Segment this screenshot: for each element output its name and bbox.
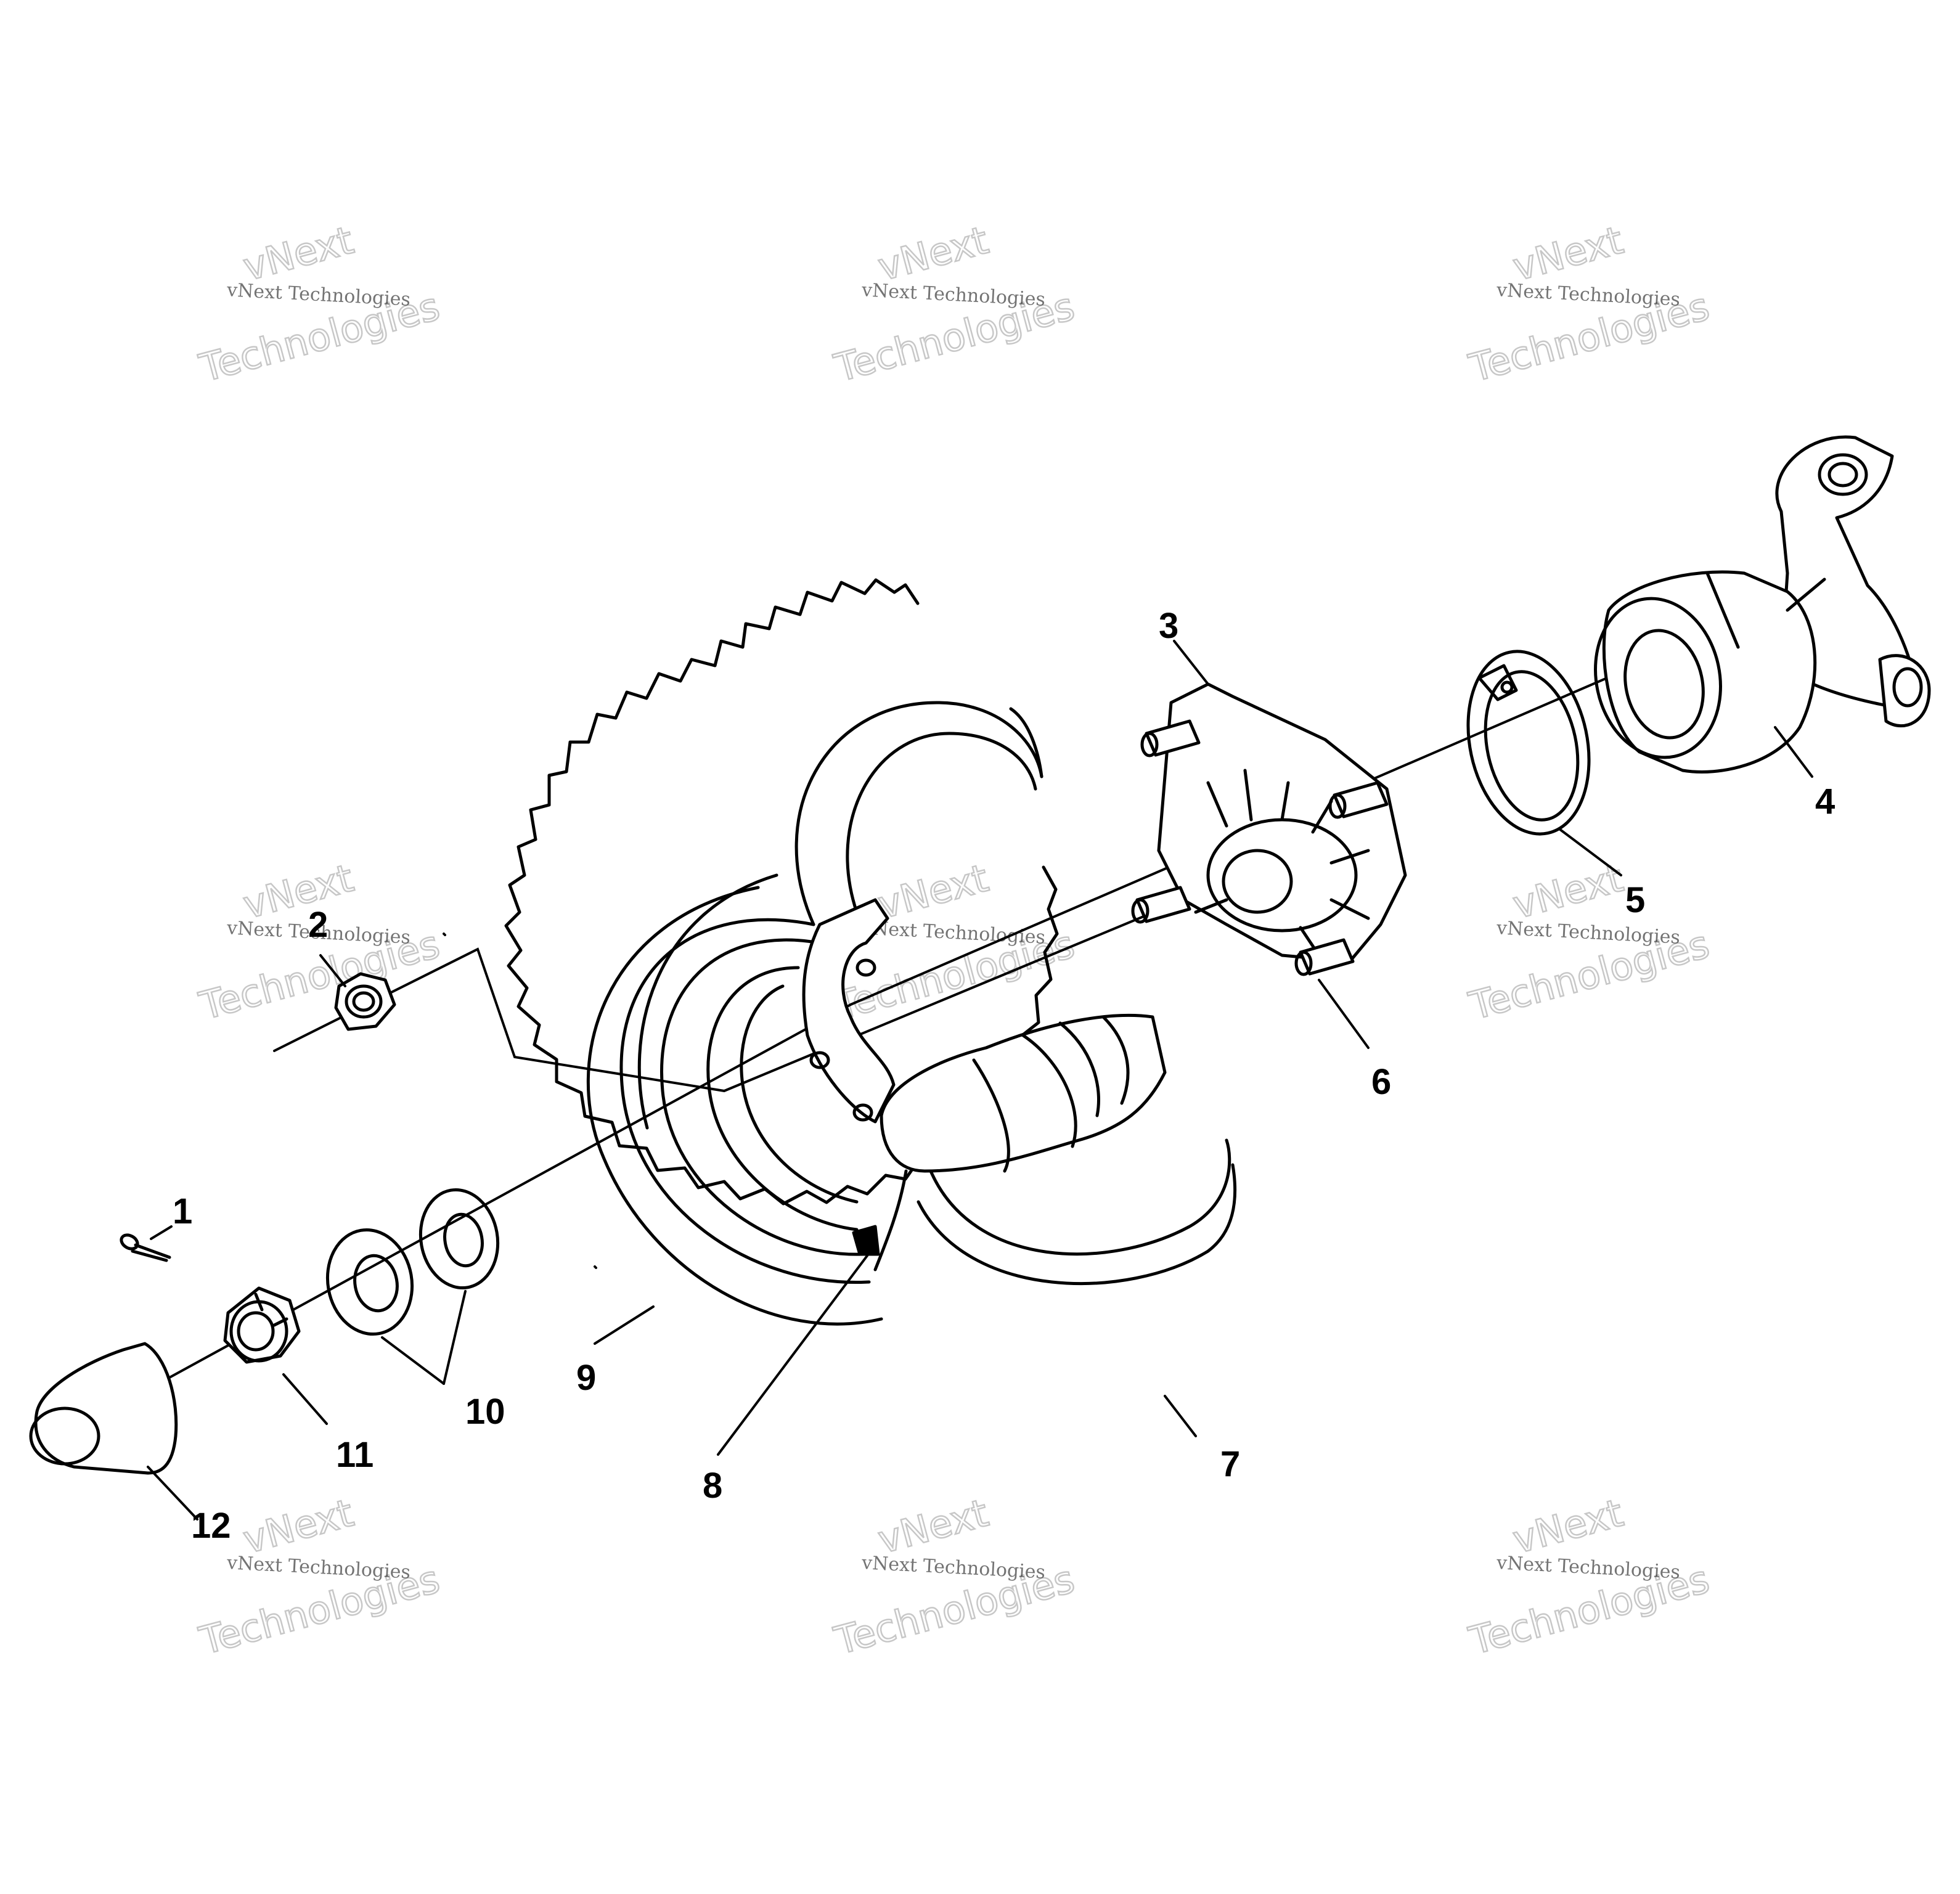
wheel-rim xyxy=(619,898,1167,1284)
watermark-brand: vNext xyxy=(239,855,358,928)
callout-2: 2 xyxy=(308,905,328,945)
watermark-brand: vNext xyxy=(1508,218,1628,290)
snap-ring xyxy=(1466,650,1591,836)
watermark-top-right: vNext vNext Technologies Technologies xyxy=(1464,216,1715,391)
leader-lines xyxy=(147,640,1813,1521)
valve-stem xyxy=(852,1225,880,1256)
steering-knuckle xyxy=(1594,435,1931,774)
cotter-pin xyxy=(120,1233,171,1262)
tire xyxy=(504,578,1237,1326)
watermark-top-center: vNext vNext Technologies Technologies xyxy=(829,216,1080,391)
callout-5: 5 xyxy=(1625,880,1645,920)
watermark-brand: vNext xyxy=(239,218,358,290)
callout-1: 1 xyxy=(173,1191,192,1231)
watermark-brand: vNext xyxy=(1508,1490,1628,1562)
callout-3: 3 xyxy=(1159,606,1178,646)
callout-9: 9 xyxy=(576,1358,596,1398)
callouts: 1 2 3 4 5 6 7 8 9 10 11 12 xyxy=(173,606,1835,1546)
callout-12: 12 xyxy=(191,1506,231,1546)
flat-washer xyxy=(325,1228,414,1336)
wheel-stud xyxy=(1140,719,1201,757)
castle-nut xyxy=(223,1286,301,1364)
callout-7: 7 xyxy=(1220,1444,1240,1484)
watermark-brand: vNext xyxy=(873,218,993,290)
watermark-brand: vNext xyxy=(873,1490,993,1562)
washers xyxy=(325,1188,500,1336)
watermark-bottom-right: vNext vNext Technologies Technologies xyxy=(1464,1489,1715,1664)
callout-11: 11 xyxy=(336,1435,374,1475)
watermark-top-left: vNext vNext Technologies Technologies xyxy=(194,216,445,391)
wheel-stud xyxy=(1294,938,1355,976)
callout-8: 8 xyxy=(703,1466,722,1506)
watermark-bottom-left: vNext vNext Technologies Technologies xyxy=(194,1489,445,1664)
hex-nut xyxy=(334,972,396,1031)
hub-cap xyxy=(29,1342,178,1475)
callout-6: 6 xyxy=(1371,1062,1391,1102)
callout-10: 10 xyxy=(465,1392,505,1432)
wheel-stud xyxy=(1131,886,1191,924)
wheel-hub xyxy=(1157,682,1407,963)
wheel-stud xyxy=(1328,781,1389,819)
watermark-mid-right: vNext vNext Technologies Technologies xyxy=(1464,854,1715,1029)
flat-washer xyxy=(419,1188,500,1290)
callout-4: 4 xyxy=(1815,782,1835,822)
watermark-brand: vNext xyxy=(239,1490,358,1562)
watermark-bottom-center: vNext vNext Technologies Technologies xyxy=(829,1489,1080,1664)
wheel-studs xyxy=(1131,719,1389,976)
watermark-brand: vNext xyxy=(873,855,993,928)
